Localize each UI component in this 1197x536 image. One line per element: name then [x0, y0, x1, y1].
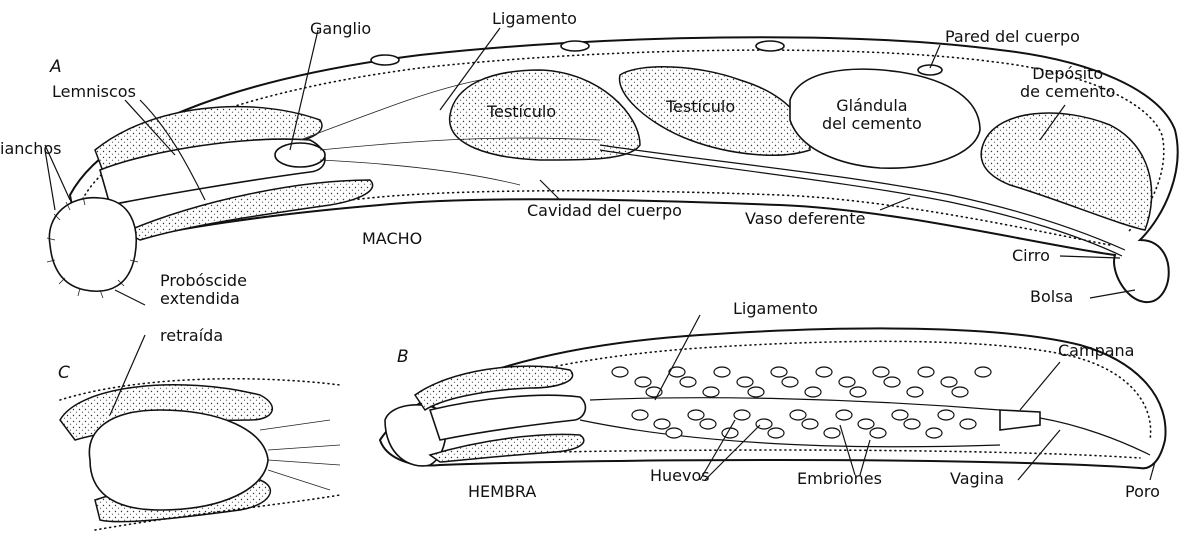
egg — [884, 377, 900, 387]
egg — [802, 419, 818, 429]
egg — [666, 428, 682, 438]
label-ligamento-female: Ligamento — [733, 300, 818, 318]
egg — [907, 387, 923, 397]
egg — [768, 428, 784, 438]
egg — [836, 410, 852, 420]
label-bolsa: Bolsa — [1030, 288, 1073, 306]
label-macho: MACHO — [362, 230, 422, 248]
label-testiculo-2: Testículo — [666, 98, 735, 116]
egg — [700, 419, 716, 429]
egg — [805, 387, 821, 397]
egg — [748, 387, 764, 397]
egg — [938, 410, 954, 420]
egg — [918, 367, 934, 377]
label-cavidad: Cavidad del cuerpo — [527, 202, 682, 220]
egg — [870, 428, 886, 438]
label-ganchos: ianchos — [0, 140, 61, 158]
egg — [790, 410, 806, 420]
egg — [782, 377, 798, 387]
label-lemniscos: Lemniscos — [52, 83, 136, 101]
egg — [688, 410, 704, 420]
panel-label-a: A — [50, 58, 62, 77]
male-ganglion — [275, 143, 325, 167]
egg — [714, 367, 730, 377]
label-glandula: Glándula del cemento — [822, 97, 922, 132]
label-pared: Pared del cuerpo — [945, 28, 1080, 46]
retracted-proboscis — [60, 379, 340, 530]
male-body — [47, 37, 1178, 302]
egg — [703, 387, 719, 397]
egg — [960, 419, 976, 429]
label-embriones: Embriones — [797, 470, 882, 488]
label-retraida: retraída — [160, 327, 223, 345]
egg — [904, 419, 920, 429]
egg — [892, 410, 908, 420]
egg — [926, 428, 942, 438]
egg — [941, 377, 957, 387]
label-ganglio: Ganglio — [310, 20, 371, 38]
egg — [654, 419, 670, 429]
egg — [612, 367, 628, 377]
egg — [680, 377, 696, 387]
egg — [737, 377, 753, 387]
egg — [873, 367, 889, 377]
label-huevos: Huevos — [650, 467, 710, 485]
label-testiculo-1: Testículo — [487, 103, 556, 121]
egg — [734, 410, 750, 420]
label-vaso: Vaso deferente — [745, 210, 866, 228]
egg — [858, 419, 874, 429]
label-proboscide: Probóscide extendida — [160, 272, 247, 307]
label-campana: Campana — [1058, 342, 1134, 360]
label-poro: Poro — [1125, 483, 1160, 501]
panel-label-c: C — [58, 364, 70, 383]
egg — [756, 419, 772, 429]
egg — [850, 387, 866, 397]
female-body — [380, 328, 1166, 468]
male-proboscis-extended — [49, 198, 136, 292]
egg — [824, 428, 840, 438]
egg — [635, 377, 651, 387]
label-hembra: HEMBRA — [468, 483, 536, 501]
egg — [816, 367, 832, 377]
egg — [771, 367, 787, 377]
egg — [975, 367, 991, 377]
label-deposito: Depósito de cemento — [1020, 65, 1115, 100]
label-vagina: Vagina — [950, 470, 1004, 488]
panel-label-b: B — [397, 348, 409, 367]
egg — [839, 377, 855, 387]
egg — [632, 410, 648, 420]
label-ligamento-male: Ligamento — [492, 10, 577, 28]
label-cirro: Cirro — [1012, 247, 1050, 265]
egg — [952, 387, 968, 397]
